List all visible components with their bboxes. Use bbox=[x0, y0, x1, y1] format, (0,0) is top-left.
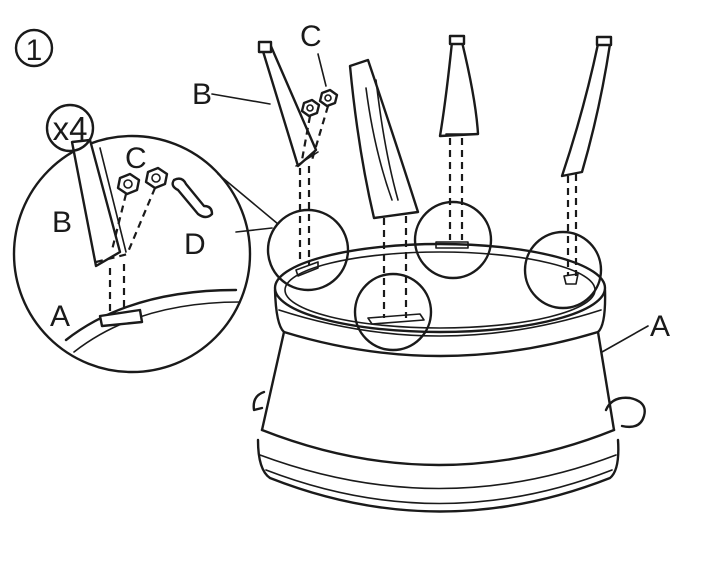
tub-rim-outer bbox=[273, 242, 607, 334]
leg-1-cap bbox=[257, 40, 273, 54]
leg-1-bolt-guide bbox=[310, 105, 330, 161]
leg-2 bbox=[348, 58, 420, 318]
inset-bracket-plate bbox=[98, 308, 144, 328]
inset-callout-line bbox=[235, 227, 273, 233]
inset-rim-inner bbox=[73, 301, 241, 353]
label-part-d-inset: D bbox=[184, 228, 206, 261]
detail-circles bbox=[266, 200, 603, 352]
inset-leg-edge bbox=[99, 147, 127, 253]
detail-circle-front bbox=[353, 272, 433, 352]
leg-1 bbox=[257, 40, 339, 265]
tub-lower-band-top bbox=[260, 428, 616, 467]
tub-upper-band-line bbox=[278, 309, 602, 337]
leader-part-b-main bbox=[211, 93, 271, 105]
label-part-c-main: C bbox=[300, 20, 322, 53]
part-labels: B C C B D A A bbox=[50, 20, 670, 353]
inset-rim-outer bbox=[64, 288, 238, 342]
tub-bottom-band-line-2 bbox=[265, 469, 613, 505]
inset-callout-line bbox=[217, 173, 279, 225]
nut-icon bbox=[144, 166, 169, 190]
leader-part-c-main bbox=[317, 53, 327, 87]
detail-circle-left bbox=[266, 208, 350, 292]
leg-4 bbox=[560, 35, 613, 276]
tub-rim-inner bbox=[284, 251, 596, 329]
quantity-badge bbox=[45, 103, 95, 153]
detail-circle-right bbox=[523, 230, 603, 310]
quantity-label: x4 bbox=[53, 110, 88, 147]
label-part-b-inset: B bbox=[52, 206, 72, 239]
inset-leg-plate-guide bbox=[95, 252, 129, 264]
leg-3 bbox=[438, 34, 480, 240]
nut-icon bbox=[318, 88, 339, 108]
tub-handle-right bbox=[604, 396, 646, 429]
leg-2-slot-edge bbox=[375, 79, 399, 201]
tub-bottom-band-line bbox=[259, 454, 617, 490]
leg-2-slot bbox=[365, 87, 393, 201]
inset-nut-guide bbox=[110, 193, 128, 251]
leg-1-bolt-guide bbox=[300, 115, 312, 161]
label-part-a-main: A bbox=[650, 310, 670, 343]
label-part-b-main: B bbox=[192, 78, 212, 111]
inset-leg-body bbox=[70, 138, 122, 268]
tub-upper-band bbox=[273, 288, 607, 358]
leader-part-a-main bbox=[601, 325, 649, 353]
leg-3-cap bbox=[448, 34, 466, 46]
step-number: 1 bbox=[26, 34, 43, 67]
nut-icon bbox=[116, 172, 141, 196]
label-part-a-inset: A bbox=[50, 300, 70, 333]
tub-side-left bbox=[260, 330, 286, 432]
tub-bottom-band bbox=[256, 438, 620, 513]
detail-inset: x4 bbox=[12, 103, 279, 374]
tub-side-right bbox=[596, 330, 616, 432]
inset-circle bbox=[12, 134, 252, 374]
leg-4-cap bbox=[595, 35, 613, 47]
leg-4-body bbox=[560, 42, 612, 178]
label-part-c-inset: C bbox=[125, 142, 147, 175]
tub-body bbox=[252, 242, 646, 513]
leg-3-body bbox=[438, 40, 480, 138]
step-circle bbox=[14, 28, 54, 68]
step-marker: 1 bbox=[14, 28, 54, 68]
tub-handle-left bbox=[252, 390, 266, 412]
wrench-icon bbox=[171, 177, 214, 219]
inset-nut-guide bbox=[126, 187, 157, 253]
nut-icon bbox=[300, 98, 321, 118]
detail-circle-mid bbox=[413, 200, 493, 280]
